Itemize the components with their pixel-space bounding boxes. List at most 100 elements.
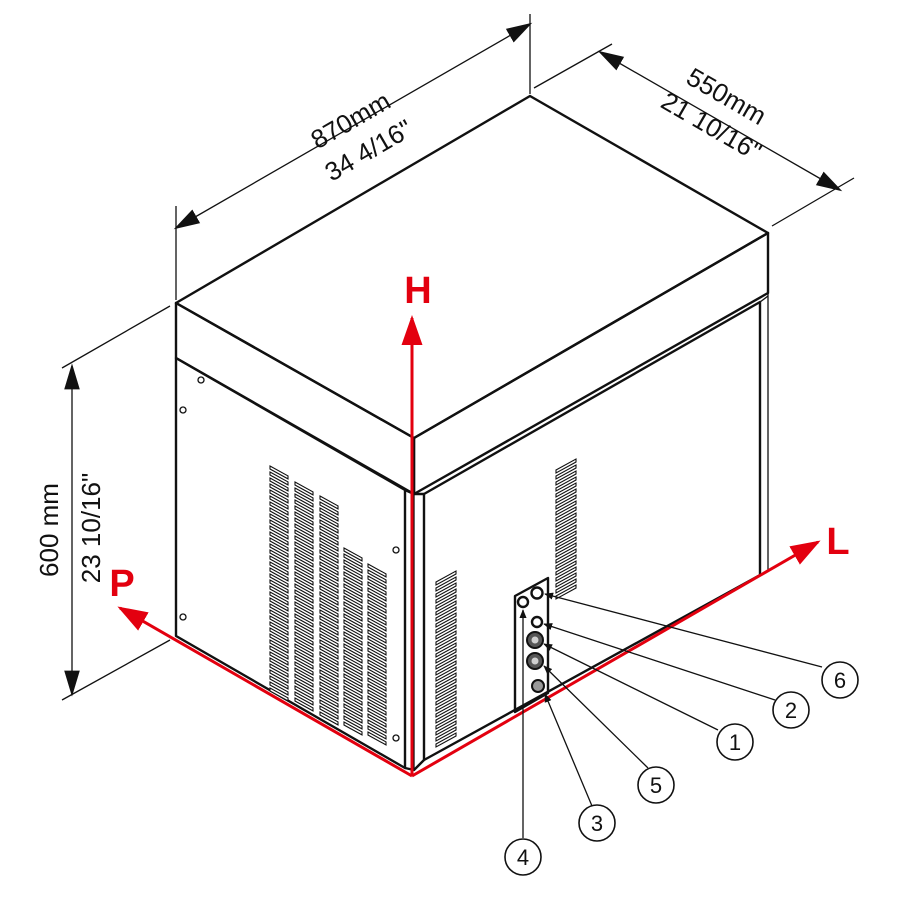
louver-slot — [319, 561, 339, 576]
louver-slot — [269, 591, 289, 606]
louver-slot — [367, 659, 387, 674]
louver-slot — [319, 495, 339, 510]
louver-slot — [294, 487, 314, 502]
louver-slot — [269, 567, 289, 582]
louver-slot — [269, 651, 289, 666]
louver-slot — [435, 690, 457, 706]
louver-slot — [269, 645, 289, 660]
width-dimension: 870mm 34 4/16" — [173, 14, 533, 300]
louver-slot — [343, 721, 363, 736]
louver-slot — [319, 591, 339, 606]
louver-slot — [294, 691, 314, 706]
callout-2: 2 — [772, 691, 810, 729]
louver-slot — [294, 697, 314, 712]
louver-slot — [269, 549, 289, 564]
callout-6: 6 — [821, 661, 859, 699]
louver-slot — [435, 732, 457, 748]
louver-slot — [435, 678, 457, 694]
louver-slot — [319, 507, 339, 522]
louver-slot — [294, 547, 314, 562]
louver-slot — [269, 507, 289, 522]
louver-slot — [319, 699, 339, 714]
louver-slot — [269, 489, 289, 504]
louver-slot — [367, 713, 387, 728]
louver-slot — [294, 529, 314, 544]
louver-slot — [294, 553, 314, 568]
louver-slot — [435, 570, 457, 586]
callout-1: 1 — [716, 723, 754, 761]
louver-slot — [319, 543, 339, 558]
louver-slot — [555, 578, 577, 594]
louver-slot — [319, 531, 339, 546]
louver-slot — [294, 589, 314, 604]
louver-slot — [343, 625, 363, 640]
louver-slot — [269, 471, 289, 486]
louver-slot — [319, 537, 339, 552]
louver-slot — [294, 643, 314, 658]
louver-slot — [555, 524, 577, 540]
louver-slot — [435, 636, 457, 652]
louver-slot — [294, 571, 314, 586]
louver-slot — [319, 663, 339, 678]
h-axis-label: H — [404, 270, 431, 312]
port-2 — [530, 615, 544, 629]
louver-slot — [294, 499, 314, 514]
louver-slot — [435, 660, 457, 676]
louver-slot — [319, 639, 339, 654]
louver-slot — [294, 505, 314, 520]
louver-slot — [555, 464, 577, 480]
louver-slot — [343, 559, 363, 574]
louver-slot — [555, 548, 577, 564]
louver-slot — [435, 630, 457, 646]
louver-slot — [367, 611, 387, 626]
louver-slot — [435, 576, 457, 592]
callout-1-label: 1 — [729, 730, 741, 755]
louver-slot — [343, 583, 363, 598]
louver-slot — [555, 476, 577, 492]
louver-slot — [294, 565, 314, 580]
louver-slot — [294, 637, 314, 652]
louver-slot — [555, 530, 577, 546]
louver-slot — [269, 663, 289, 678]
coordinate-axes: H L P — [109, 270, 850, 778]
louver-slot — [294, 577, 314, 592]
louver-slot — [435, 708, 457, 724]
callouts: 6 2 1 5 3 4 — [504, 592, 859, 876]
louver-slot — [367, 581, 387, 596]
louver-slot — [555, 542, 577, 558]
louver-slot — [319, 603, 339, 618]
louver-slot — [555, 536, 577, 552]
louver-slot — [343, 619, 363, 634]
louver-slot — [343, 697, 363, 712]
louver-slot — [343, 655, 363, 670]
louver-slot — [294, 595, 314, 610]
louver-slot — [319, 627, 339, 642]
louver-slot — [294, 481, 314, 496]
louver-slot — [367, 677, 387, 692]
louver-slot — [367, 569, 387, 584]
louver-slot — [319, 573, 339, 588]
louver-slot — [435, 582, 457, 598]
louver-slot — [555, 572, 577, 588]
louver-slot — [319, 681, 339, 696]
louver-slot — [555, 482, 577, 498]
louver-slot — [343, 595, 363, 610]
louver-slot — [435, 714, 457, 730]
louver-slot — [269, 621, 289, 636]
louver-slot — [435, 672, 457, 688]
louver-slot — [294, 661, 314, 676]
louver-slot — [555, 494, 577, 510]
louver-slot — [555, 518, 577, 534]
callout-5: 5 — [637, 766, 675, 804]
louver-slot — [367, 701, 387, 716]
louver-slot — [343, 691, 363, 706]
louver-slot — [555, 566, 577, 582]
louver-slot — [343, 679, 363, 694]
louver-slot — [435, 696, 457, 712]
louver-slot — [367, 695, 387, 710]
louver-slot — [269, 495, 289, 510]
louver-slot — [319, 621, 339, 636]
louver-slot — [367, 689, 387, 704]
